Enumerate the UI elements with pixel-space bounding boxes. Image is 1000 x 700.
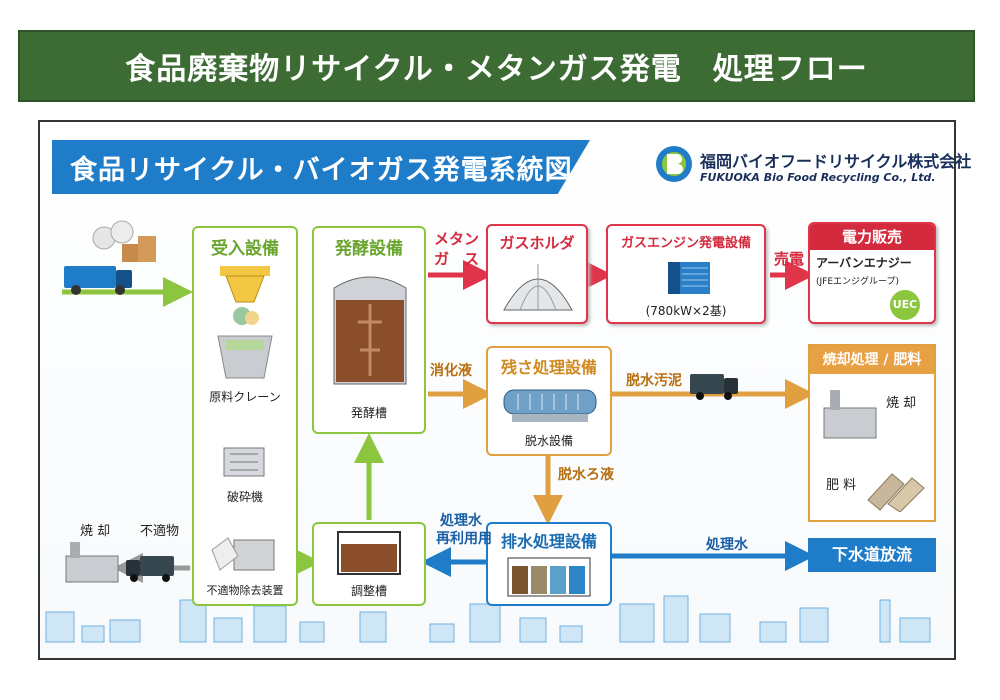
garbage-truck-icon [64, 266, 132, 295]
power-buyer: アーバンエナジー [816, 256, 912, 270]
dewatering-label: 脱水設備 [524, 434, 573, 448]
incineration-title: 焼却処理 / 肥料 [810, 346, 934, 374]
sewer-discharge-box: 下水道放流 [808, 538, 936, 572]
incinerator-icon [823, 390, 877, 439]
unsuitable-truck-icon [126, 556, 174, 582]
residue-treatment-title: 残さ処理設備 [500, 358, 597, 377]
methane-label-1: メタン [434, 230, 480, 248]
engine-capacity: (780kW×2基) [645, 304, 727, 318]
fertilizer-label: 肥 料 [826, 478, 857, 493]
dewatering-machine-icon [503, 389, 597, 422]
waste-bags-icon [92, 220, 156, 262]
gas-holder-dome-icon [503, 264, 573, 311]
power-buyer-group: (JFEエンジグループ) [816, 277, 900, 287]
dewatered-sludge-label: 脱水汚泥 [626, 373, 682, 389]
sell-power-label: 売電 [774, 250, 805, 268]
crusher-label: 破砕機 [226, 490, 263, 504]
fertilizer-bags-icon [867, 473, 925, 512]
city-skyline-decoration [45, 595, 931, 643]
fermentation-tank-icon [333, 276, 407, 385]
diagram-title: 食品リサイクル・バイオガス発電系統図 [70, 154, 573, 186]
sludge-truck-icon [690, 374, 738, 400]
page-title: 食品廃棄物リサイクル・メタンガス発電 処理フロー [125, 52, 868, 87]
reuse-label-2: 再利用用 [436, 531, 492, 547]
remover-label: 不適物除去装置 [206, 584, 284, 597]
power-sale-title: 電力販売 [810, 224, 934, 250]
receiving-title: 受入設備 [211, 239, 279, 259]
methane-label-2: ガ ス [434, 250, 480, 268]
wastewater-title: 排水処理設備 [500, 532, 597, 551]
diagram-title-banner: 食品リサイクル・バイオガス発電系統図 [52, 140, 590, 194]
gas-holder-title: ガスホルダ [499, 234, 575, 252]
crusher-icon [223, 447, 265, 477]
adjust-tank-label: 調整槽 [350, 584, 387, 598]
page-title-bar: 食品廃棄物リサイクル・メタンガス発電 処理フロー [18, 30, 975, 102]
uec-logo: UEC [890, 290, 920, 320]
fermentation-title: 発酵設備 [335, 239, 403, 259]
hopper-icon [217, 335, 273, 379]
gas-engine-title: ガスエンジン発電設備 [620, 236, 751, 251]
engine-building-icon [668, 262, 710, 294]
incinerate-label: 焼 却 [886, 396, 917, 411]
crane-icon [220, 266, 270, 325]
digested-liquid-label: 消化液 [430, 363, 472, 379]
adjust-tank-icon [337, 531, 401, 575]
left-incinerate-label: 焼 却 [80, 524, 111, 539]
wastewater-tanks-icon [507, 557, 591, 597]
remover-icon [211, 537, 275, 571]
company-name-jp: 福岡バイオフードリサイクル株式会社 [700, 152, 972, 171]
company-name-en: FUKUOKA Bio Food Recycling Co., Ltd. [700, 171, 936, 184]
left-incinerator-icon [65, 542, 119, 583]
unsuitable-label: 不適物 [140, 524, 180, 539]
company-logo-icon [656, 146, 692, 182]
crane-label: 原料クレーン [209, 390, 281, 404]
fermentation-tank-label: 発酵槽 [350, 406, 387, 420]
treated-water-label: 処理水 [706, 537, 748, 553]
reuse-label-1: 処理水 [440, 513, 482, 529]
filtrate-label: 脱水ろ液 [558, 467, 614, 483]
